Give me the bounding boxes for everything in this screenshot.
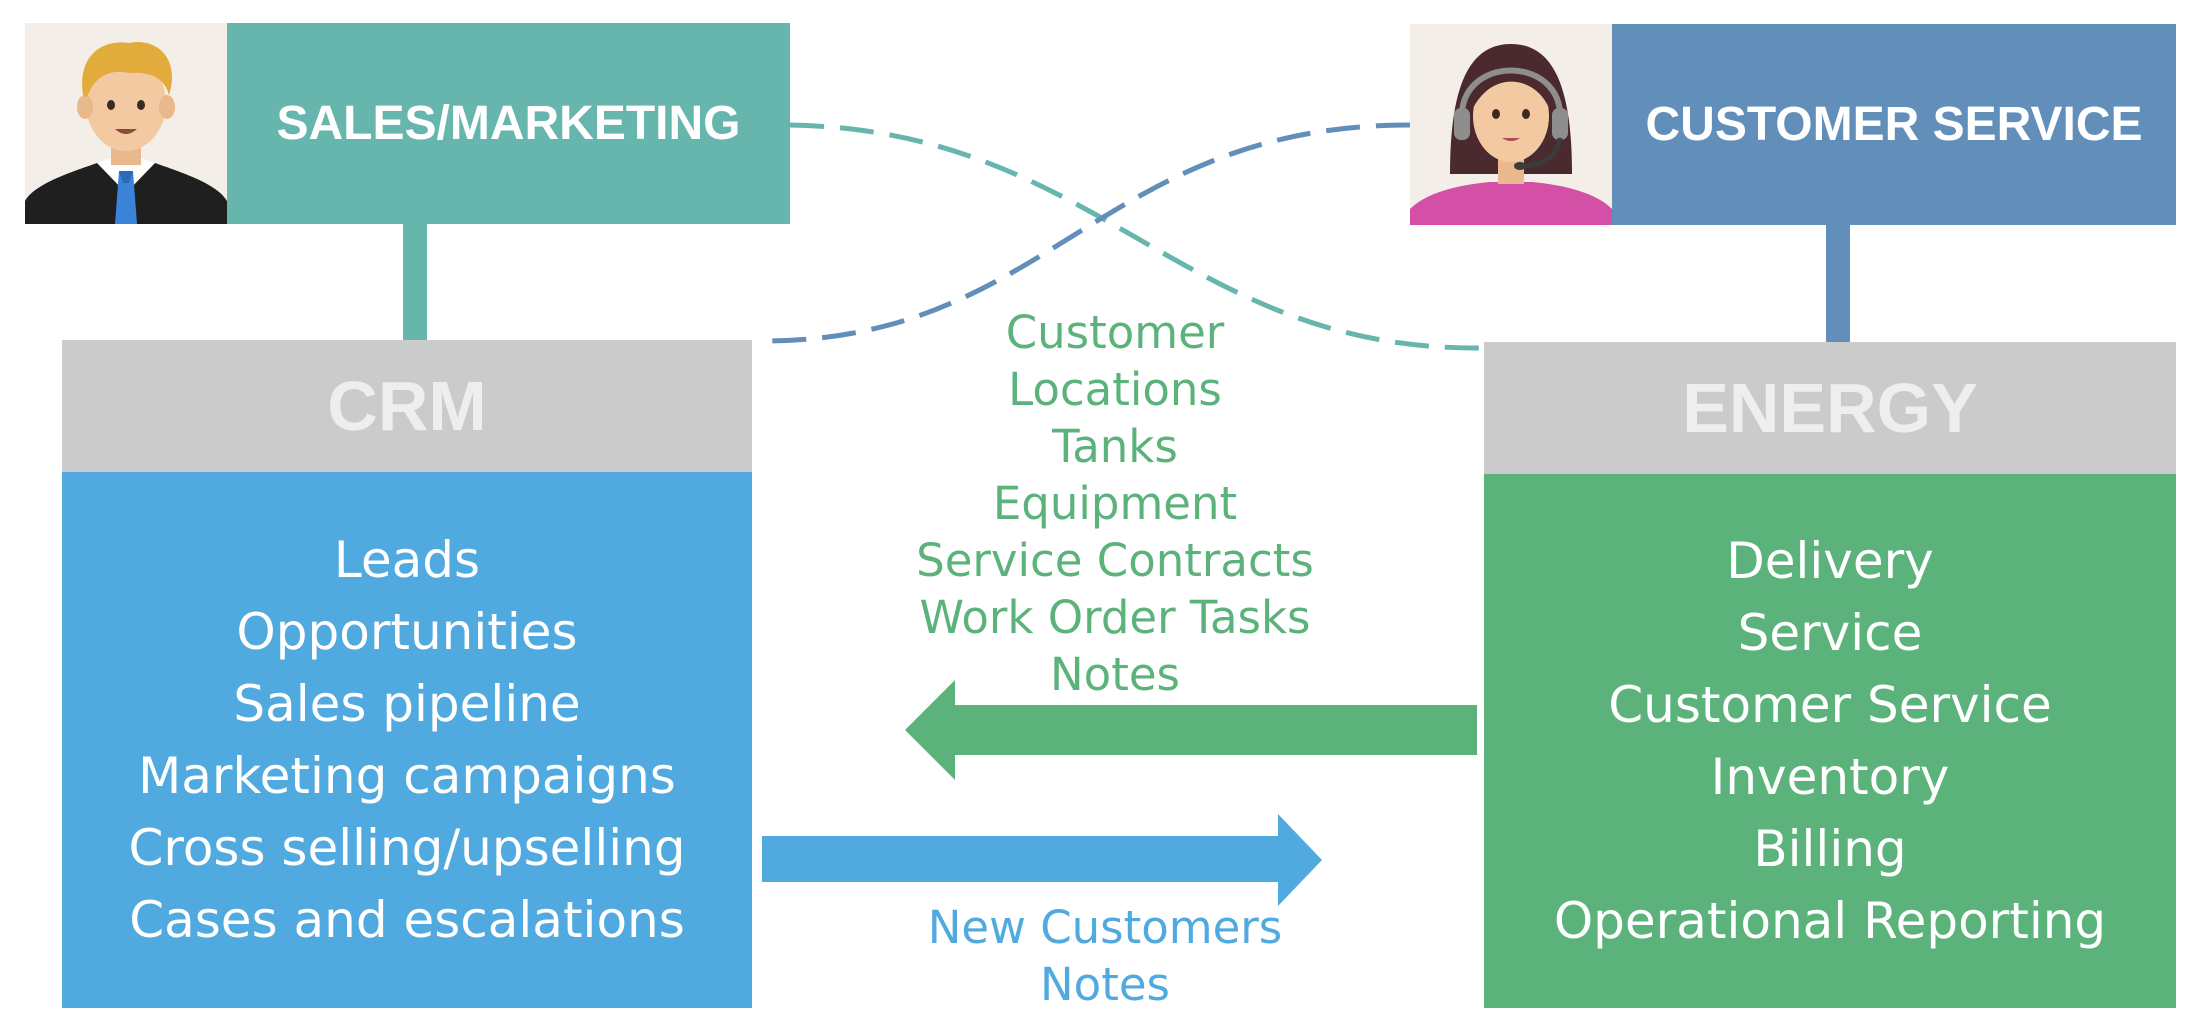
energy-to-crm-flow-list: Customer Locations Tanks Equipment Servi… [880, 304, 1350, 703]
energy-item: Inventory [1710, 748, 1950, 806]
energy-to-crm-arrow [905, 680, 1477, 780]
support-agent-icon [1410, 24, 1612, 225]
crm-item: Marketing campaigns [138, 747, 676, 805]
flow-item: Notes [1050, 648, 1180, 701]
sales-marketing-label: SALES/MARKETING [276, 97, 741, 150]
flow-item: Customer [1005, 306, 1225, 359]
flow-item: Equipment [992, 477, 1238, 530]
crm-item: Opportunities [236, 603, 578, 661]
crm-title: CRM [327, 367, 487, 445]
flow-item: Locations [1008, 363, 1222, 416]
service-energy-connector [1826, 224, 1850, 342]
energy-item: Customer Service [1608, 676, 2052, 734]
service-avatar [1410, 24, 1612, 225]
customer-service-label: CUSTOMER SERVICE [1645, 98, 2143, 151]
sales-avatar [25, 23, 227, 224]
crm-to-energy-flow-list: New Customers Notes [880, 899, 1330, 1013]
energy-item: Billing [1753, 820, 1907, 878]
flow-item: Work Order Tasks [919, 591, 1311, 644]
crm-item: Cases and escalations [129, 891, 685, 949]
crm-to-energy-arrow [762, 814, 1322, 906]
crm-header: CRM [62, 340, 752, 472]
service-to-crm-dashed-link [764, 122, 1411, 344]
crm-item: Cross selling/upselling [128, 819, 686, 877]
energy-title: ENERGY [1682, 369, 1978, 447]
sales-marketing-label-box: SALES/MARKETING [227, 23, 790, 224]
flow-item: New Customers [927, 901, 1283, 954]
energy-item: Delivery [1726, 532, 1934, 590]
flow-item: Tanks [1052, 420, 1178, 473]
energy-body: Delivery Service Customer Service Invent… [1484, 474, 2176, 1008]
businessman-icon [25, 23, 227, 224]
crm-item: Sales pipeline [233, 675, 581, 733]
customer-service-label-box: CUSTOMER SERVICE [1612, 24, 2176, 225]
flow-item: Notes [1040, 958, 1170, 1011]
energy-item: Service [1737, 604, 1923, 662]
sales-crm-connector [403, 222, 427, 340]
crm-body: Leads Opportunities Sales pipeline Marke… [62, 472, 752, 1008]
sales-to-energy-dashed-link [789, 122, 1481, 351]
flow-item: Service Contracts [916, 534, 1314, 587]
crm-item: Leads [333, 531, 481, 589]
energy-item: Operational Reporting [1553, 892, 2107, 950]
energy-header: ENERGY [1484, 342, 2176, 474]
